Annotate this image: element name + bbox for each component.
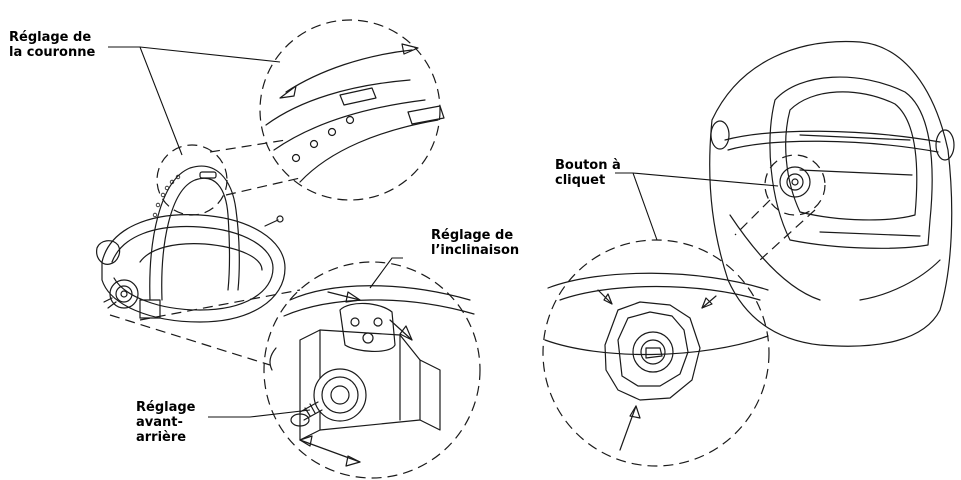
front-back-label-line-3: arrière bbox=[136, 430, 187, 445]
crown-label-line-1: Réglage de bbox=[9, 30, 92, 45]
tilt-pointer bbox=[369, 257, 403, 289]
tilt-adjustment-label: Réglage de l’inclinaison bbox=[431, 228, 519, 258]
front-back-label-line-1: Réglage bbox=[136, 400, 196, 415]
ratchet-label-line-2: cliquet bbox=[555, 173, 606, 188]
ratchet-detail-circle bbox=[542, 239, 770, 467]
tilt-label-line-1: Réglage de bbox=[431, 228, 514, 243]
crown-label-line-2: la couronne bbox=[9, 45, 96, 60]
front-back-adjustment-label: Réglage avant- arrière bbox=[136, 400, 195, 445]
crown-detail-circle bbox=[259, 19, 445, 201]
ratchet-label-line-1: Bouton à bbox=[555, 158, 621, 173]
ratchet-knob-label: Bouton à cliquet bbox=[555, 158, 621, 188]
tilt-label-line-2: l’inclinaison bbox=[431, 243, 520, 258]
front-back-label-line-2: avant- bbox=[136, 415, 183, 430]
crown-pointer-b bbox=[139, 46, 281, 63]
welding-helmet bbox=[709, 40, 955, 347]
headgear-assembly bbox=[96, 165, 286, 323]
crown-pointer-a bbox=[108, 46, 183, 156]
ratchet-pointer-b bbox=[632, 172, 658, 241]
ratchet-pointer-a bbox=[615, 172, 779, 187]
tilt-detail-circle bbox=[263, 261, 481, 479]
front-back-pointer bbox=[208, 409, 311, 418]
crown-adjustment-label: Réglage de la couronne bbox=[9, 30, 95, 60]
